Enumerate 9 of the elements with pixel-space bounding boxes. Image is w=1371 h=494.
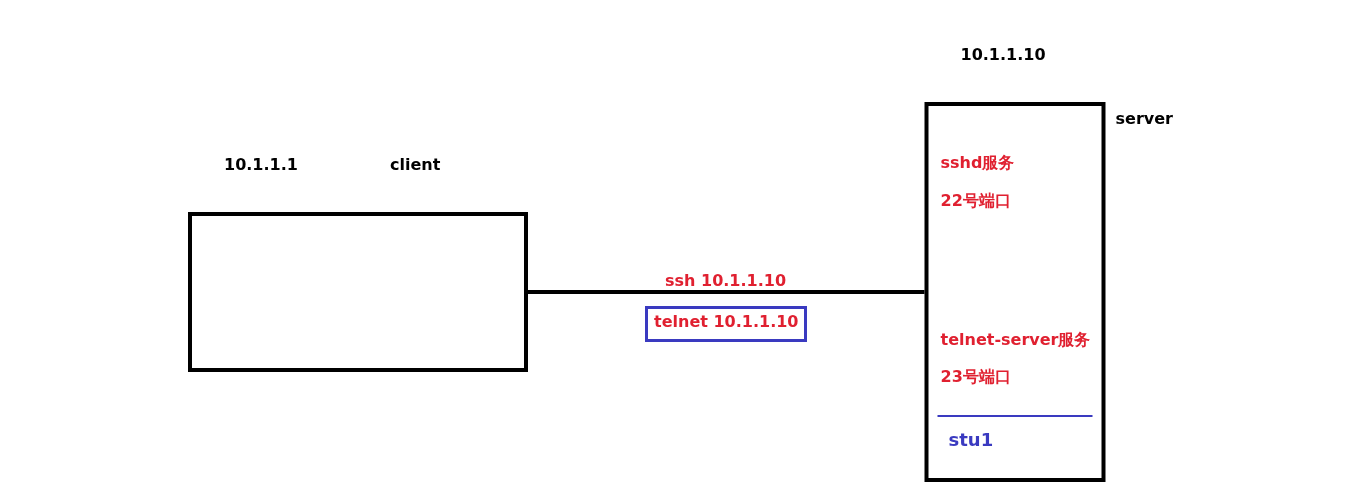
- node-label: server: [1115, 108, 1173, 128]
- edge-label: ssh 10.1.1.10: [665, 270, 787, 290]
- connector: [528, 290, 925, 294]
- node-label: client: [390, 154, 441, 174]
- node-box: [188, 212, 528, 372]
- node-box: sshd服务 22号端口 telnet-server服务 23号端口 stu1: [924, 102, 1106, 482]
- node-label: 10.1.1.1: [224, 154, 298, 174]
- label: telnet 10.1.1.10: [654, 311, 799, 331]
- node-label: 10.1.1.10: [960, 44, 1046, 64]
